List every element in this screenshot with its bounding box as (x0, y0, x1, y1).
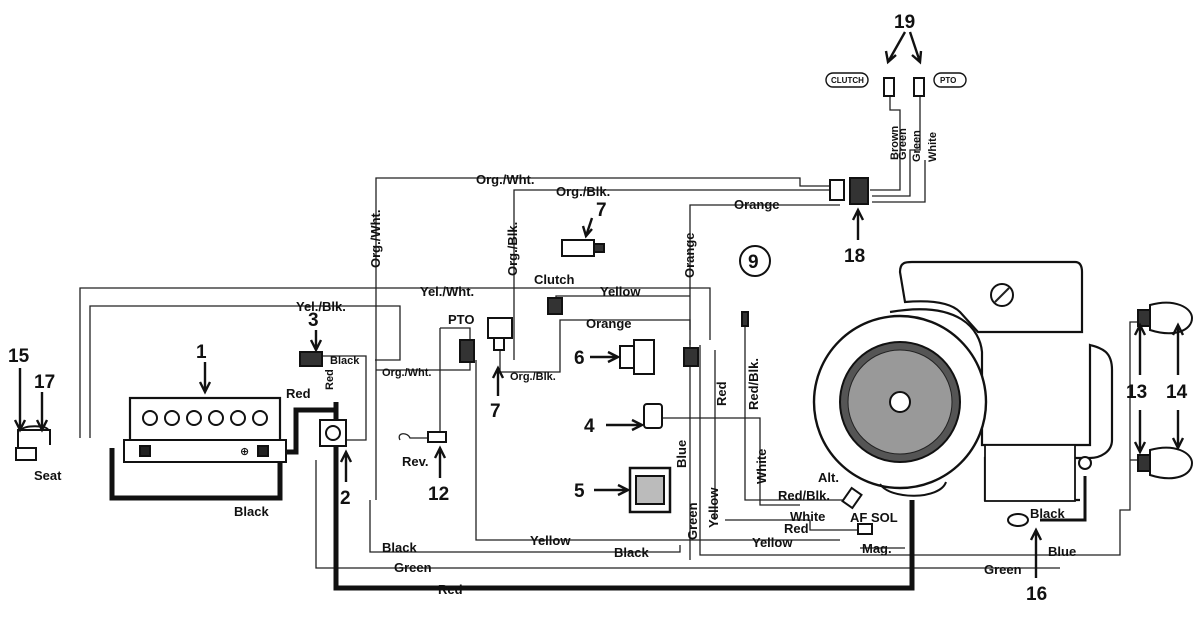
callout-19: 19 (894, 12, 915, 33)
label-org-wht-top: Org./Wht. (476, 172, 535, 187)
label-black-bottom-left: Black (382, 540, 417, 555)
label-clutch: Clutch (534, 272, 575, 287)
engine (812, 260, 1114, 502)
callout-16: 16 (1026, 584, 1047, 605)
battery: ⊕ (123, 396, 287, 463)
label-red-bottom: Red (438, 582, 463, 597)
wire-labels: Org./Wht. Org./Wht. Org./Wht. Org./Blk. … (234, 126, 1076, 598)
label-brown: Brown (889, 126, 901, 161)
label-seat: Seat (34, 468, 62, 483)
label-black-solenoid: Black (330, 355, 360, 367)
svg-text:⊕: ⊕ (240, 446, 249, 458)
callout-7-clutch: 7 (596, 200, 607, 221)
label-red-vertical-right: Red (714, 381, 729, 406)
label-yellow-right: Yellow (752, 535, 793, 550)
label-yel-blk: Yel./Blk. (296, 299, 346, 314)
reverse-switch (398, 431, 447, 443)
component-labels: Seat PTO Clutch Rev. Alt. AF SOL CLUTCH … (34, 76, 956, 525)
callout-18: 18 (844, 246, 865, 267)
callout-12: 12 (428, 484, 449, 505)
callout-numbers: 1 2 3 4 5 6 7 7 9 12 13 14 15 16 17 18 1… (8, 12, 1188, 605)
label-yellow-vertical: Yellow (706, 487, 721, 528)
light-switch (643, 403, 663, 429)
ground-lug (1007, 456, 1092, 527)
label-org-blk-vertical: Org./Blk. (505, 222, 520, 276)
label-orange-mid: Orange (586, 316, 632, 331)
callout-4: 4 (584, 416, 595, 437)
starter-solenoid (319, 419, 347, 447)
seat-switch (15, 425, 51, 461)
label-red-vertical-solenoid: Red (324, 369, 336, 390)
label-green-bottom-right: Green (984, 562, 1022, 577)
label-orange-vertical: Orange (682, 232, 697, 278)
label-green-top-a: Green (897, 128, 909, 160)
label-white-top: White (927, 132, 939, 162)
label-black-bottom-mid: Black (614, 545, 649, 560)
label-red-blk-lower: Red/Blk. (778, 488, 830, 503)
callout-2: 2 (340, 488, 351, 509)
headlights (1137, 301, 1194, 480)
callout-14: 14 (1166, 382, 1188, 403)
oil-pressure-switch (619, 339, 655, 375)
red-blk-connector (741, 311, 749, 327)
label-yellow-bottom: Yellow (530, 533, 571, 548)
callout-9: 9 (748, 252, 759, 273)
connector-18 (829, 177, 869, 205)
label-black-ground: Black (1030, 506, 1065, 521)
pto-switch (459, 317, 513, 363)
label-orange-top: Orange (734, 197, 780, 212)
callout-arrows (13, 31, 1185, 578)
callout-15: 15 (8, 346, 30, 367)
label-org-blk-top: Org./Blk. (556, 184, 610, 199)
callout-1: 1 (196, 342, 207, 363)
label-white-vertical: White (754, 449, 769, 484)
label-rev: Rev. (402, 454, 429, 469)
clutch-switch (547, 239, 605, 315)
label-org-wht-mid: Org./Wht. (382, 367, 432, 379)
callout-3: 3 (308, 310, 319, 331)
label-pto: PTO (448, 312, 475, 327)
label-green-top-b: Green (911, 130, 923, 162)
callout-13: 13 (1126, 382, 1147, 403)
label-red-battery: Red (286, 386, 311, 401)
label-red-lower: Red (784, 521, 809, 536)
callout-7-pto: 7 (490, 401, 501, 422)
clutch-pto-connectors (825, 72, 967, 97)
af-sol-connector (857, 523, 873, 535)
label-green-bottom-left: Green (394, 560, 432, 575)
callout-6: 6 (574, 348, 585, 369)
callout-5: 5 (574, 481, 585, 502)
label-org-blk-mid: Org./Blk. (510, 371, 556, 383)
key-switch-connector (683, 347, 699, 367)
label-green-vertical: Green (685, 502, 700, 540)
label-pto-badge: PTO (940, 76, 956, 85)
label-yellow-top: Yellow (600, 284, 641, 299)
label-black-battery: Black (234, 504, 269, 519)
label-blue-bottom: Blue (1048, 544, 1076, 559)
callout-17: 17 (34, 372, 55, 393)
label-af-sol: AF SOL (850, 510, 898, 525)
label-clutch-badge: CLUTCH (831, 76, 864, 85)
alt-connector (841, 486, 863, 510)
label-mag: Mag. (862, 541, 892, 556)
label-alt: Alt. (818, 470, 839, 485)
label-blue-vertical: Blue (674, 440, 689, 468)
label-white-lower: White (790, 509, 825, 524)
fuse-holder (299, 351, 323, 367)
label-red-blk-vertical: Red/Blk. (746, 358, 761, 410)
hour-meter (628, 466, 672, 514)
label-org-wht-vertical: Org./Wht. (368, 210, 383, 269)
label-yel-wht: Yel./Wht. (420, 284, 474, 299)
thin-wires (79, 90, 1140, 569)
